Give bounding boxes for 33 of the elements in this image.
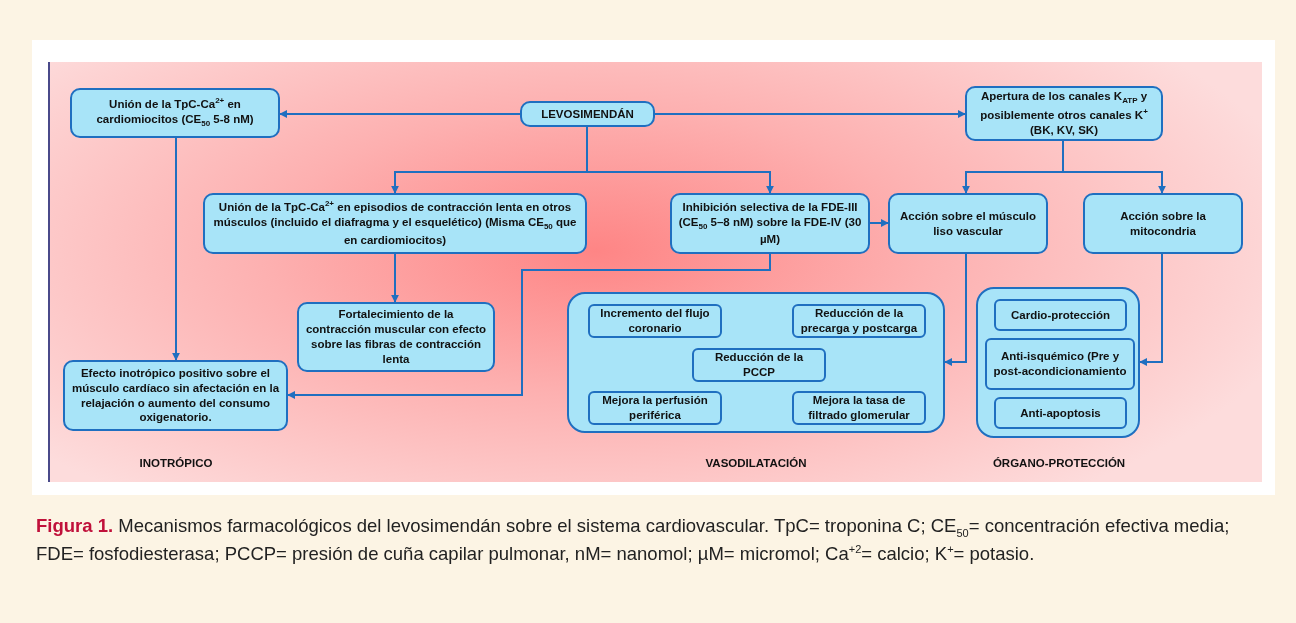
group-heading: VASODILATACIÓN bbox=[705, 457, 807, 469]
effect-box: Reducción de la precarga y postcarga bbox=[792, 304, 926, 338]
effect-box: Mejora la tasa de filtrado glomerular bbox=[792, 391, 926, 425]
process-box: Acción sobre la mitocondria bbox=[1083, 193, 1243, 254]
effect-box: Anti-apoptosis bbox=[994, 397, 1127, 429]
arrow bbox=[391, 253, 399, 303]
effect-box: Mejora la perfusión periférica bbox=[588, 391, 722, 425]
process-box: Apertura de los canales K$_{ATP}$ y posiblemente otros canales K$^{+}$ (BK, KV, SK) bbox=[965, 86, 1163, 141]
group-panel bbox=[567, 292, 945, 433]
arrow bbox=[654, 110, 966, 118]
category-label: INOTRÓPICO bbox=[139, 457, 213, 469]
arrow bbox=[279, 110, 521, 118]
arrow bbox=[944, 253, 967, 366]
arrow bbox=[172, 137, 180, 361]
process-box: LEVOSIMENDÁN bbox=[520, 101, 655, 127]
process-box: Inhibición selectiva de la FDE-III (CE$_{50}$ 5–8 nM) sobre la FDE-IV (30 µM) bbox=[670, 193, 870, 254]
process-box: Efecto inotrópico positivo sobre el músculo cardíaco sin afectación en la relajación o aumento del consumo oxigenatorio. bbox=[63, 360, 288, 431]
group-panel bbox=[976, 287, 1140, 438]
arrow bbox=[586, 126, 774, 194]
group-heading: ÓRGANO-PROTECCIÓN bbox=[992, 457, 1126, 469]
effect-box: Cardio-protección bbox=[994, 299, 1127, 331]
arrow bbox=[1062, 140, 1166, 194]
effect-box: Anti-isquémico (Pre y post-acondicionamiento bbox=[985, 338, 1135, 390]
process-box: Acción sobre el músculo liso vascular bbox=[888, 193, 1048, 254]
effect-box: Reducción de la PCCP bbox=[692, 348, 826, 382]
effect-box: Incremento del flujo coronario bbox=[588, 304, 722, 338]
arrow bbox=[287, 253, 771, 399]
process-box: Fortalecimiento de la contracción muscular con efecto sobre las fibras de contracción lenta bbox=[297, 302, 495, 372]
process-box: Unión de la TpC-Ca$^{2+}$ en episodios de contracción lenta en otros músculos (incluido el diafragma y el esquelético) (Misma CE$_{50}$ que en cardiomiocitos) bbox=[203, 193, 587, 254]
arrow bbox=[869, 219, 889, 227]
process-box: Unión de la TpC-Ca$^{2+}$ en cardiomiocitos (CE$_{50}$ 5-8 nM) bbox=[70, 88, 280, 138]
figure-caption: Figura 1. Mecanismos farmacológicos del levosimendán sobre el sistema cardiovascular. TpC= troponina C; CE$_{50}$= concentración efectiva media; FDE= fosfodiesterasa; PCCP= presión de cuña capilar pulmonar, nM= nanomol; µM= micromol; Ca$^{+2}$= calcio; K$^{+}$= potasio. bbox=[36, 514, 1231, 566]
arrow bbox=[1139, 253, 1163, 366]
